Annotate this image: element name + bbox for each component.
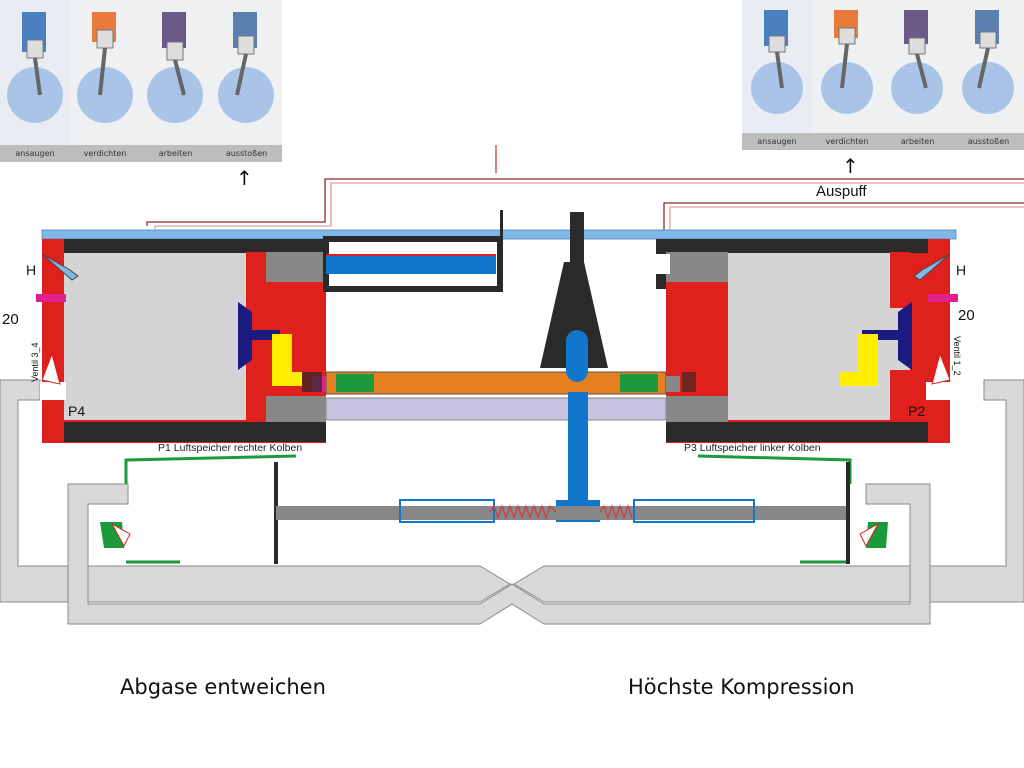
engine-cycle-illustration-icon (821, 10, 873, 114)
cycle-cell-compress: verdichten (70, 0, 140, 162)
engine-cycle-illustration-icon (147, 12, 203, 123)
cycle-label: ausstoßen (953, 133, 1024, 150)
lower-slider (274, 462, 850, 564)
cycle-panel-right: ansaugen verdichten arbeiten ausstoßen (742, 0, 1024, 150)
cycle-panel-left: ansaugen verdichten arbeiten ausstoßen (0, 0, 282, 162)
cycle-label: arbeiten (882, 133, 953, 150)
air-store-right-piston-label: P1 Luftspeicher rechter Kolben (158, 442, 302, 454)
cycle-cell-work: arbeiten (882, 0, 953, 150)
engine-cycle-illustration-icon (7, 12, 63, 123)
cycle-cell-intake: ansaugen (742, 0, 812, 150)
cycle-cell-intake: ansaugen (0, 0, 70, 162)
left-cylinder (36, 239, 326, 443)
engine-cycle-illustration-icon (77, 12, 133, 123)
spring-left (489, 504, 557, 520)
cycle-cell-compress: verdichten (812, 0, 882, 150)
h-label-right: H (956, 262, 966, 278)
valve-label-right: Ventil 1_2 (952, 336, 962, 376)
air-ducts (0, 379, 1024, 625)
spring-right (599, 504, 633, 520)
up-arrow-icon: ↑ (842, 154, 859, 178)
up-arrow-icon: ↑ (236, 166, 253, 190)
cycle-cell-exhaust: ausstoßen (211, 0, 282, 162)
cycle-label: verdichten (70, 145, 140, 162)
value-label-left: 20 (2, 311, 19, 328)
air-store-left-piston-label: P3 Luftspeicher linker Kolben (684, 442, 821, 454)
cycle-cell-exhaust: ausstoßen (953, 0, 1024, 150)
engine-cycle-illustration-icon (891, 10, 943, 114)
h-label-left: H (26, 262, 36, 278)
cycle-label: ausstoßen (211, 145, 282, 162)
engine-cycle-illustration-icon (962, 10, 1014, 114)
value-label-right: 20 (958, 307, 975, 324)
caption-left: Abgase entweichen (120, 675, 326, 699)
p2-label: P2 (908, 403, 925, 419)
exhaust-label: Auspuff (816, 183, 867, 200)
engine-cycle-illustration-icon (218, 12, 274, 123)
caption-right: Höchste Kompression (628, 675, 855, 699)
right-cylinder (666, 239, 958, 443)
cycle-label: ansaugen (0, 145, 70, 162)
lower-valves (100, 522, 888, 548)
cycle-cell-work: arbeiten (140, 0, 211, 162)
valve-label-left: Ventil 3_4 (30, 342, 40, 382)
cycle-label: ansaugen (742, 133, 812, 150)
p4-label: P4 (68, 403, 85, 419)
plunger (302, 371, 696, 395)
central-yoke (540, 212, 608, 368)
engine-cycle-illustration-icon (751, 10, 803, 114)
cycle-label: arbeiten (140, 145, 211, 162)
cycle-label: verdichten (812, 133, 882, 150)
exhaust-pipes (146, 145, 1024, 230)
